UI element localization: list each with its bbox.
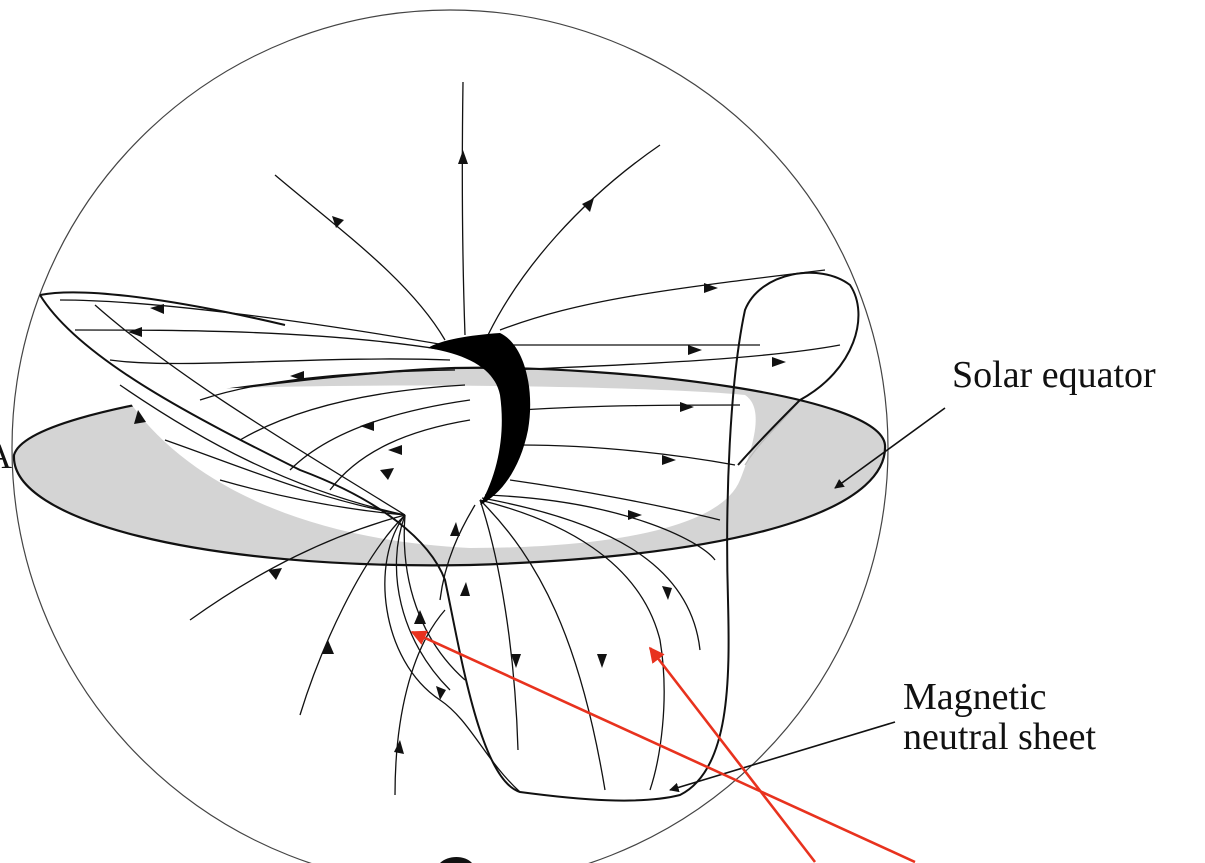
field-line: [499, 269, 826, 331]
field-line: [481, 497, 701, 651]
field-line: [479, 499, 519, 751]
field-line: [299, 514, 406, 716]
field-line: [403, 514, 466, 681]
equatorial-plane: [12, 366, 887, 567]
field-line: [119, 384, 406, 516]
field-line: [509, 344, 841, 371]
bottom-edge-mark: [440, 857, 472, 863]
solar-equator-label: Solar equator: [952, 354, 1156, 396]
field-line: [164, 439, 406, 516]
field-line: [394, 609, 446, 796]
field-line: [461, 81, 466, 336]
red-arrow-right: [648, 646, 817, 863]
field-line: [94, 304, 406, 516]
field-line: [274, 174, 446, 341]
field-line: [199, 369, 456, 401]
cut-edge-letter: A: [0, 437, 12, 476]
field-line: [439, 504, 476, 601]
outer-sphere: [11, 9, 889, 863]
field-line: [219, 479, 406, 516]
sheet-pointer: [669, 721, 896, 793]
red-arrow-left: [410, 630, 916, 863]
sun: [428, 333, 531, 505]
field-line: [329, 419, 471, 491]
field-line: [395, 514, 451, 691]
field-line: [74, 329, 446, 351]
field-line: [189, 514, 406, 621]
field-line: [509, 479, 721, 521]
neutral-sheet-outline: [39, 271, 860, 802]
field-line: [519, 444, 736, 466]
field-line: [484, 494, 716, 561]
neutral-sheet-label-line1: Magnetic: [903, 676, 1047, 718]
equator-pointer: [834, 407, 946, 489]
field-lines: [59, 81, 841, 796]
field-arrows: [128, 150, 786, 754]
field-line: [109, 358, 451, 365]
field-line: [479, 499, 665, 791]
field-line: [384, 514, 521, 793]
field-line: [59, 299, 446, 346]
field-line: [479, 499, 606, 791]
field-line: [487, 144, 661, 336]
neutral-sheet-label-line2: neutral sheet: [903, 716, 1097, 758]
field-line: [519, 404, 741, 411]
